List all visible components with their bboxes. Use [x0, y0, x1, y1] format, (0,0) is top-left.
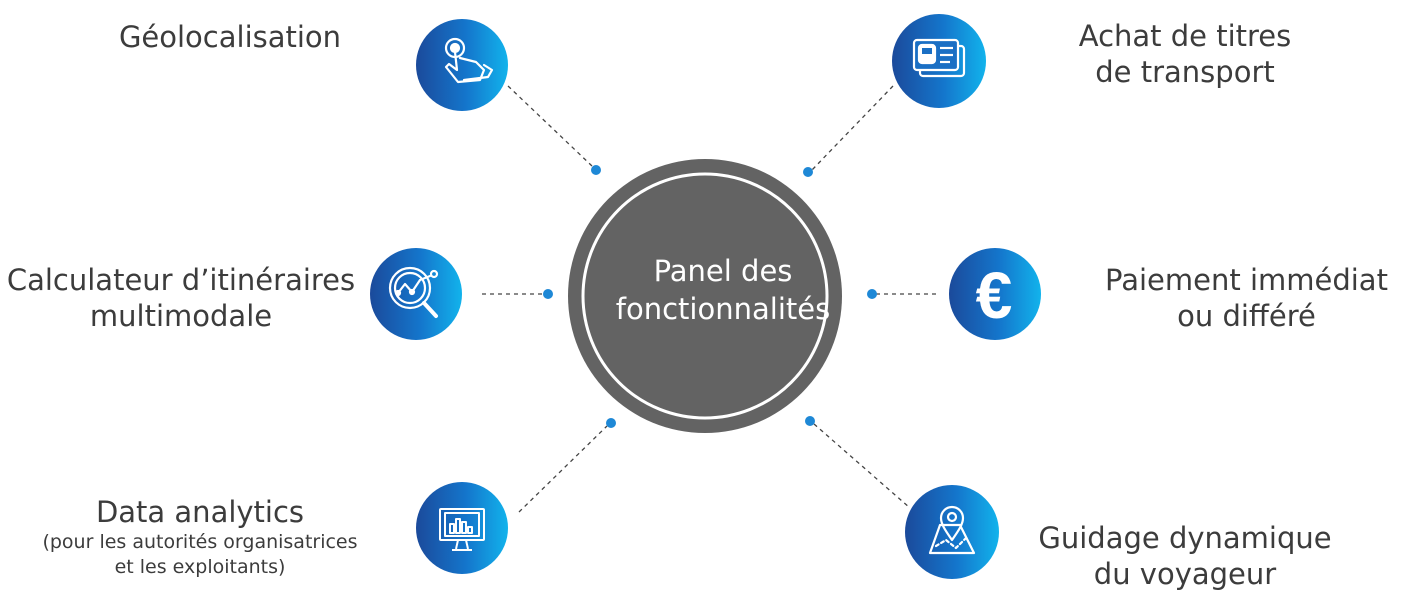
label-paiement-line2: ou différé	[1177, 299, 1316, 334]
bus-ticket-icon	[912, 38, 966, 78]
label-achat: Achat de titres de transport	[1060, 18, 1310, 91]
label-geoloc-title: Géolocalisation	[118, 20, 342, 54]
hub-label-line2: fonctionnalités	[615, 291, 831, 326]
label-calcul-line2: multimodale	[89, 299, 273, 334]
label-calcul: Calculateur d’itinéraires multimodale	[0, 262, 362, 335]
label-achat-line2: de transport	[1095, 55, 1275, 90]
connector-guidage	[813, 423, 911, 509]
hub-inner-ring	[581, 172, 829, 420]
map-pin-icon	[928, 505, 976, 555]
label-achat-line1: Achat de titres	[1078, 19, 1292, 53]
label-data-sub1: (pour les autorités organisatrices	[42, 531, 358, 554]
label-guidage-line2: du voyageur	[1093, 557, 1277, 592]
label-paiement-line1: Paiement immédiat	[1105, 263, 1388, 297]
connector-geoloc	[507, 85, 593, 167]
label-calcul-line1: Calculateur d’itinéraires	[6, 263, 356, 297]
connector-dot-paiement	[867, 289, 877, 299]
label-data-title: Data analytics	[95, 495, 305, 529]
connector-dot-guidage	[805, 416, 815, 426]
connector-dot-geoloc	[591, 165, 601, 175]
connector-dot-calcul	[543, 289, 553, 299]
hub-circle	[568, 159, 842, 433]
hub-label-line1: Panel des	[653, 254, 793, 288]
label-data: Data analytics (pour les autorités organ…	[0, 494, 400, 580]
label-guidage-line1: Guidage dynamique	[1038, 521, 1332, 555]
connector-dot-achat	[803, 167, 813, 177]
connector-data	[518, 425, 608, 513]
connector-dot-data	[606, 418, 616, 428]
label-paiement: Paiement immédiat ou différé	[1090, 262, 1403, 335]
label-guidage: Guidage dynamique du voyageur	[1020, 520, 1350, 593]
node-geoloc	[416, 19, 508, 111]
label-geoloc: Géolocalisation	[100, 19, 360, 55]
node-guidage	[905, 485, 999, 579]
node-calcul	[370, 248, 462, 340]
touch-hand-icon	[444, 37, 494, 84]
connector-achat	[811, 85, 894, 171]
label-data-sub2: et les exploitants)	[114, 555, 286, 578]
node-paiement	[949, 248, 1041, 340]
euro-icon: €	[976, 258, 1013, 332]
monitor-chart-icon	[439, 508, 485, 551]
hub-label: Panel des fonctionnalités	[613, 253, 833, 328]
route-search-icon	[388, 266, 439, 318]
